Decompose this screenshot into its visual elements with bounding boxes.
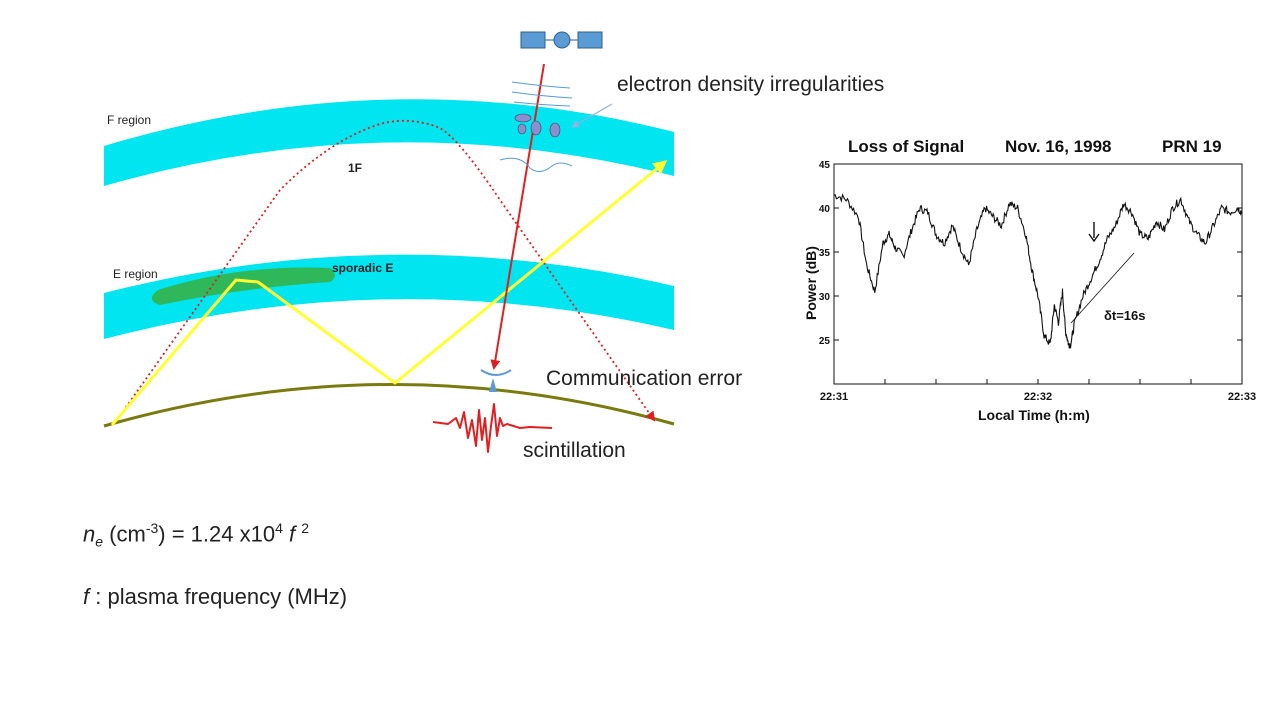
path-1f-label: 1F [348, 161, 363, 175]
signal-power-chart: 25 30 35 40 45 22:31 22:32 22:33 δt=16s Power (… [803, 160, 1256, 423]
drop-pointer-arrowhead [1088, 233, 1100, 243]
chart-ylabel: Power (dB) [803, 246, 819, 320]
formula-coef-exp: 4 [275, 520, 283, 536]
f-region-label: F region [107, 113, 152, 127]
e-layer-ray-path [110, 160, 668, 426]
sporadic-e-patch [151, 267, 335, 305]
ground-curve [103, 383, 675, 428]
chart-title-part-3: PRN 19 [1162, 137, 1222, 156]
chart-axes [833, 163, 1243, 385]
y-tick-label: 30 [819, 292, 831, 303]
irregularities-label: electron density irregularities [617, 73, 885, 96]
x-tick-label: 22:32 [1024, 391, 1052, 403]
irregularity-pointer [571, 103, 613, 128]
x-tick-label: 22:33 [1228, 391, 1256, 403]
chart-frame [833, 163, 1243, 385]
formula-unit-close: ) = 1.24 x10 [158, 521, 276, 547]
definition-f: f [83, 584, 90, 609]
power-series-line [833, 193, 1243, 349]
formula-f: f [282, 521, 302, 547]
dt-annotation: δt=16s [1104, 308, 1146, 323]
formula-unit-exp: -3 [145, 520, 159, 536]
y-tick-label: 45 [819, 160, 831, 171]
formula-n-sub: e [95, 533, 104, 550]
dt-annotation-leader [1070, 252, 1135, 324]
scintillation-wave-icon [432, 403, 553, 453]
f-region-layer [104, 99, 674, 186]
satellite-icon [520, 31, 603, 49]
irregularity-blobs-icon [499, 81, 573, 172]
ionosphere-diagram [103, 31, 675, 453]
chart-title-part-2: Nov. 16, 1998 [1005, 137, 1112, 156]
x-tick-label: 22:31 [820, 391, 848, 403]
e-region-label: E region [113, 267, 158, 281]
satellite-signal-ray [490, 63, 545, 370]
chart-xlabel: Local Time (h:m) [978, 407, 1090, 423]
sporadic-e-label: sporadic E [332, 261, 394, 275]
y-tick-label: 35 [819, 248, 831, 259]
chart-ticks: 25 30 35 40 45 22:31 22:32 22:33 [819, 160, 1256, 403]
y-tick-label: 40 [819, 204, 831, 215]
formula-unit-open: (cm [103, 521, 146, 547]
formula-f-exp: 2 [301, 520, 310, 536]
definition-rest: : plasma frequency (MHz) [89, 584, 348, 609]
y-tick-label: 25 [819, 336, 831, 347]
formula-n: n [83, 521, 96, 547]
scintillation-label: scintillation [523, 439, 626, 462]
chart-title-part-1: Loss of Signal [848, 137, 965, 156]
density-formula: ne (cm-3) = 1.24 x104 f 2 [83, 520, 309, 550]
f-layer-ray-path [113, 119, 656, 425]
plasma-frequency-definition: f : plasma frequency (MHz) [83, 584, 347, 610]
receiver-antenna-icon [480, 369, 512, 392]
comm-error-label: Communication error [546, 367, 743, 390]
